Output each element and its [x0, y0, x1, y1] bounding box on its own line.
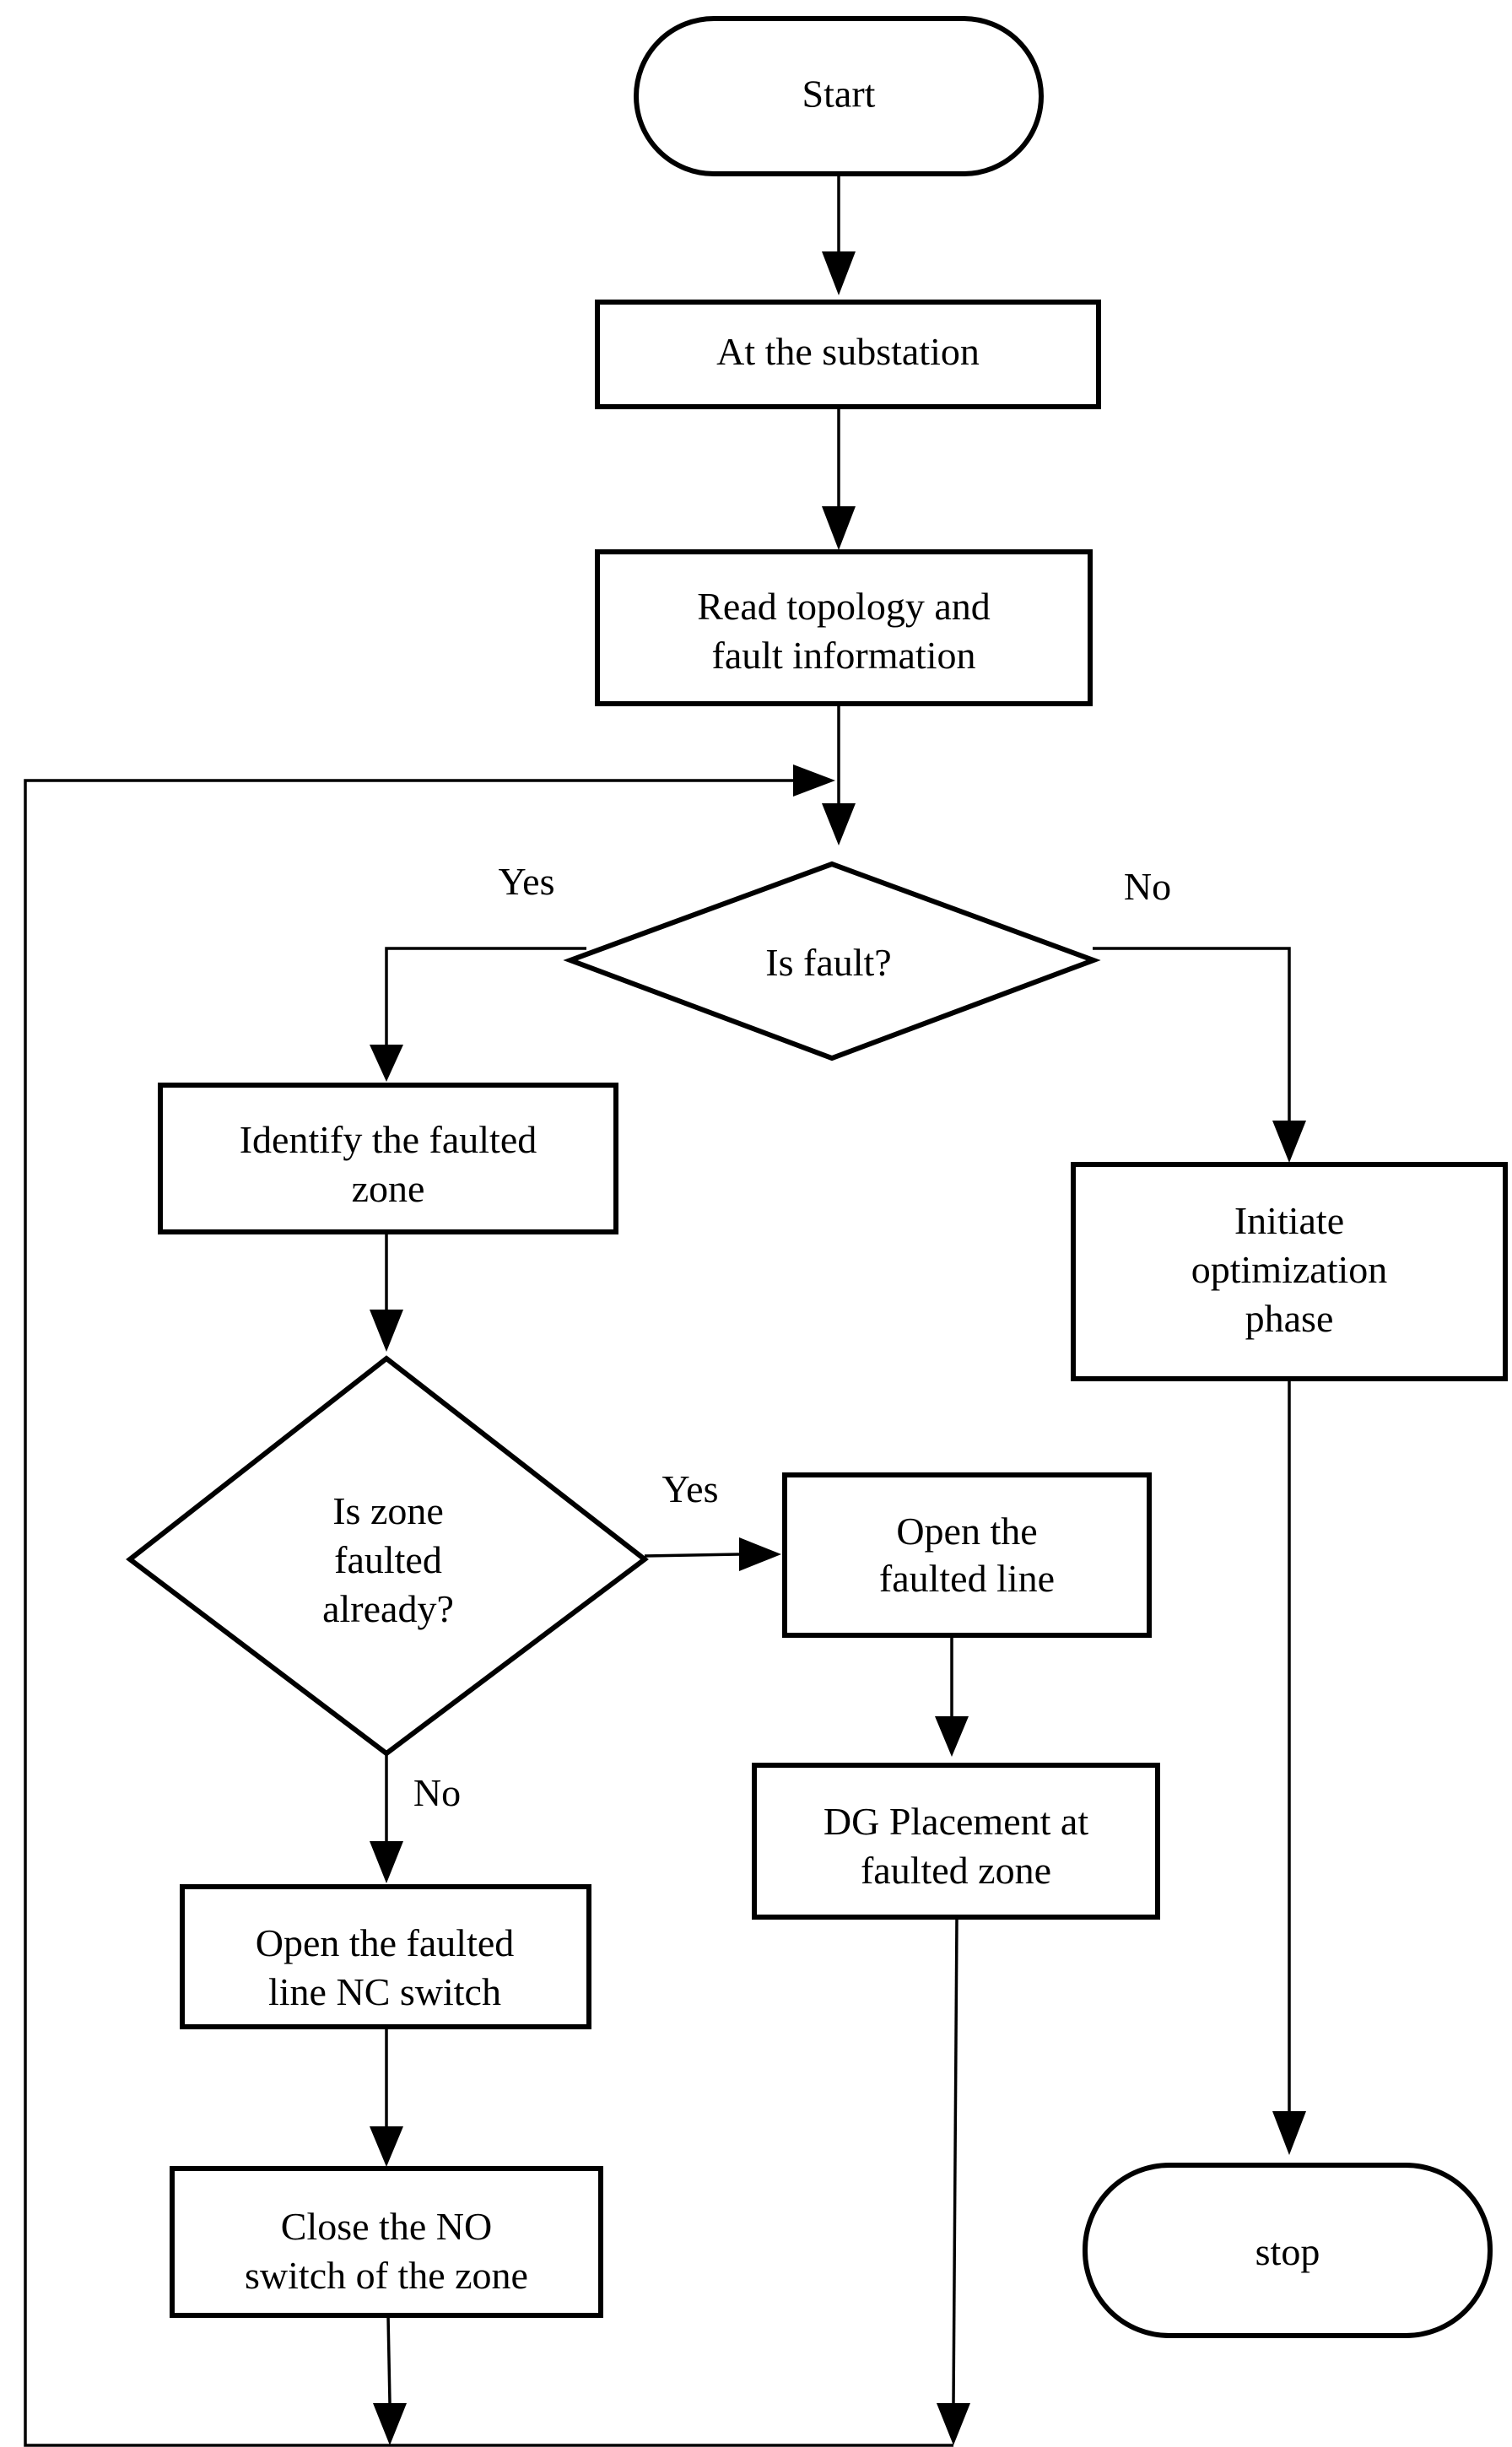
zone-faulted-line-1: Is zone: [332, 1489, 444, 1532]
identify-zone-line-2: zone: [352, 1167, 425, 1210]
edge-dg-to-loop: [952, 1916, 958, 2404]
edge-label-fault-no: No: [1124, 865, 1171, 908]
zone-faulted-decision: Is zone faulted already?: [126, 1355, 649, 1757]
start-label: Start: [802, 73, 876, 116]
zone-faulted-line-2: faulted: [334, 1538, 442, 1581]
arrowhead-open-line: [739, 1537, 781, 1571]
read-topology-line-1: Read topology and: [697, 585, 991, 628]
arrowhead-initiate: [1272, 1121, 1306, 1163]
substation-label: At the substation: [716, 330, 980, 373]
arrowhead-loop-left: [373, 2403, 407, 2445]
open-line-line-1: Open the: [896, 1510, 1037, 1553]
arrowhead-identify: [370, 1045, 403, 1082]
arrowhead-loop-back: [793, 764, 835, 797]
nc-switch-line-2: line NC switch: [268, 1970, 501, 2013]
edge-fault-yes: [385, 947, 586, 1045]
zone-faulted-line-3: already?: [322, 1587, 454, 1630]
start-node: Start: [634, 16, 1044, 176]
read-topology-box: Read topology and fault information: [595, 549, 1093, 706]
edges: [24, 174, 1306, 2447]
edge-fault-no: [1093, 947, 1291, 1121]
arrowhead-read: [822, 506, 856, 550]
initiate-optimization-box: Initiate optimization phase: [1071, 1162, 1508, 1381]
arrowhead-no-switch: [370, 2126, 403, 2167]
read-topology-line-2: fault information: [712, 634, 976, 677]
arrowhead-dg: [935, 1716, 969, 1757]
identify-zone-line-1: Identify the faulted: [240, 1118, 537, 1161]
open-faulted-line-box: Open the faulted line: [782, 1472, 1152, 1638]
edge-zone-yes: [644, 1553, 740, 1558]
dg-placement-line-2: faulted zone: [861, 1849, 1051, 1892]
no-switch-line-1: Close the NO: [281, 2205, 492, 2248]
arrowhead-decision: [822, 803, 856, 845]
stop-node: stop: [1083, 2163, 1493, 2338]
nc-switch-line-1: Open the faulted: [256, 1921, 515, 1964]
no-switch-line-2: switch of the zone: [245, 2254, 528, 2297]
edge-no-to-loop: [386, 2315, 392, 2404]
identify-zone-box: Identify the faulted zone: [158, 1083, 618, 1234]
edge-label-fault-yes: Yes: [499, 860, 555, 903]
close-no-switch-box: Close the NO switch of the zone: [170, 2166, 603, 2318]
open-line-line-2: faulted line: [879, 1557, 1055, 1600]
substation-box: At the substation: [595, 300, 1101, 409]
is-fault-decision: Is fault?: [563, 861, 1101, 1061]
open-nc-switch-box: Open the faulted line NC switch: [180, 1884, 591, 2029]
arrowhead-substation: [822, 251, 856, 295]
arrowhead-zone: [370, 1310, 403, 1352]
edge-label-zone-yes: Yes: [662, 1467, 719, 1510]
arrowhead-nc-switch: [370, 1841, 403, 1883]
dg-placement-box: DG Placement at faulted zone: [752, 1763, 1160, 1920]
arrowhead-stop: [1272, 2111, 1306, 2155]
edge-loop-back: [24, 779, 953, 2447]
initiate-line-3: phase: [1245, 1297, 1334, 1340]
initiate-line-2: optimization: [1191, 1248, 1388, 1291]
edge-label-zone-no: No: [413, 1771, 461, 1814]
stop-label: stop: [1256, 2230, 1320, 2273]
arrowhead-loop-right: [937, 2403, 970, 2445]
initiate-line-1: Initiate: [1234, 1199, 1344, 1242]
dg-placement-line-1: DG Placement at: [824, 1800, 1088, 1843]
is-fault-label: Is fault?: [765, 941, 891, 984]
